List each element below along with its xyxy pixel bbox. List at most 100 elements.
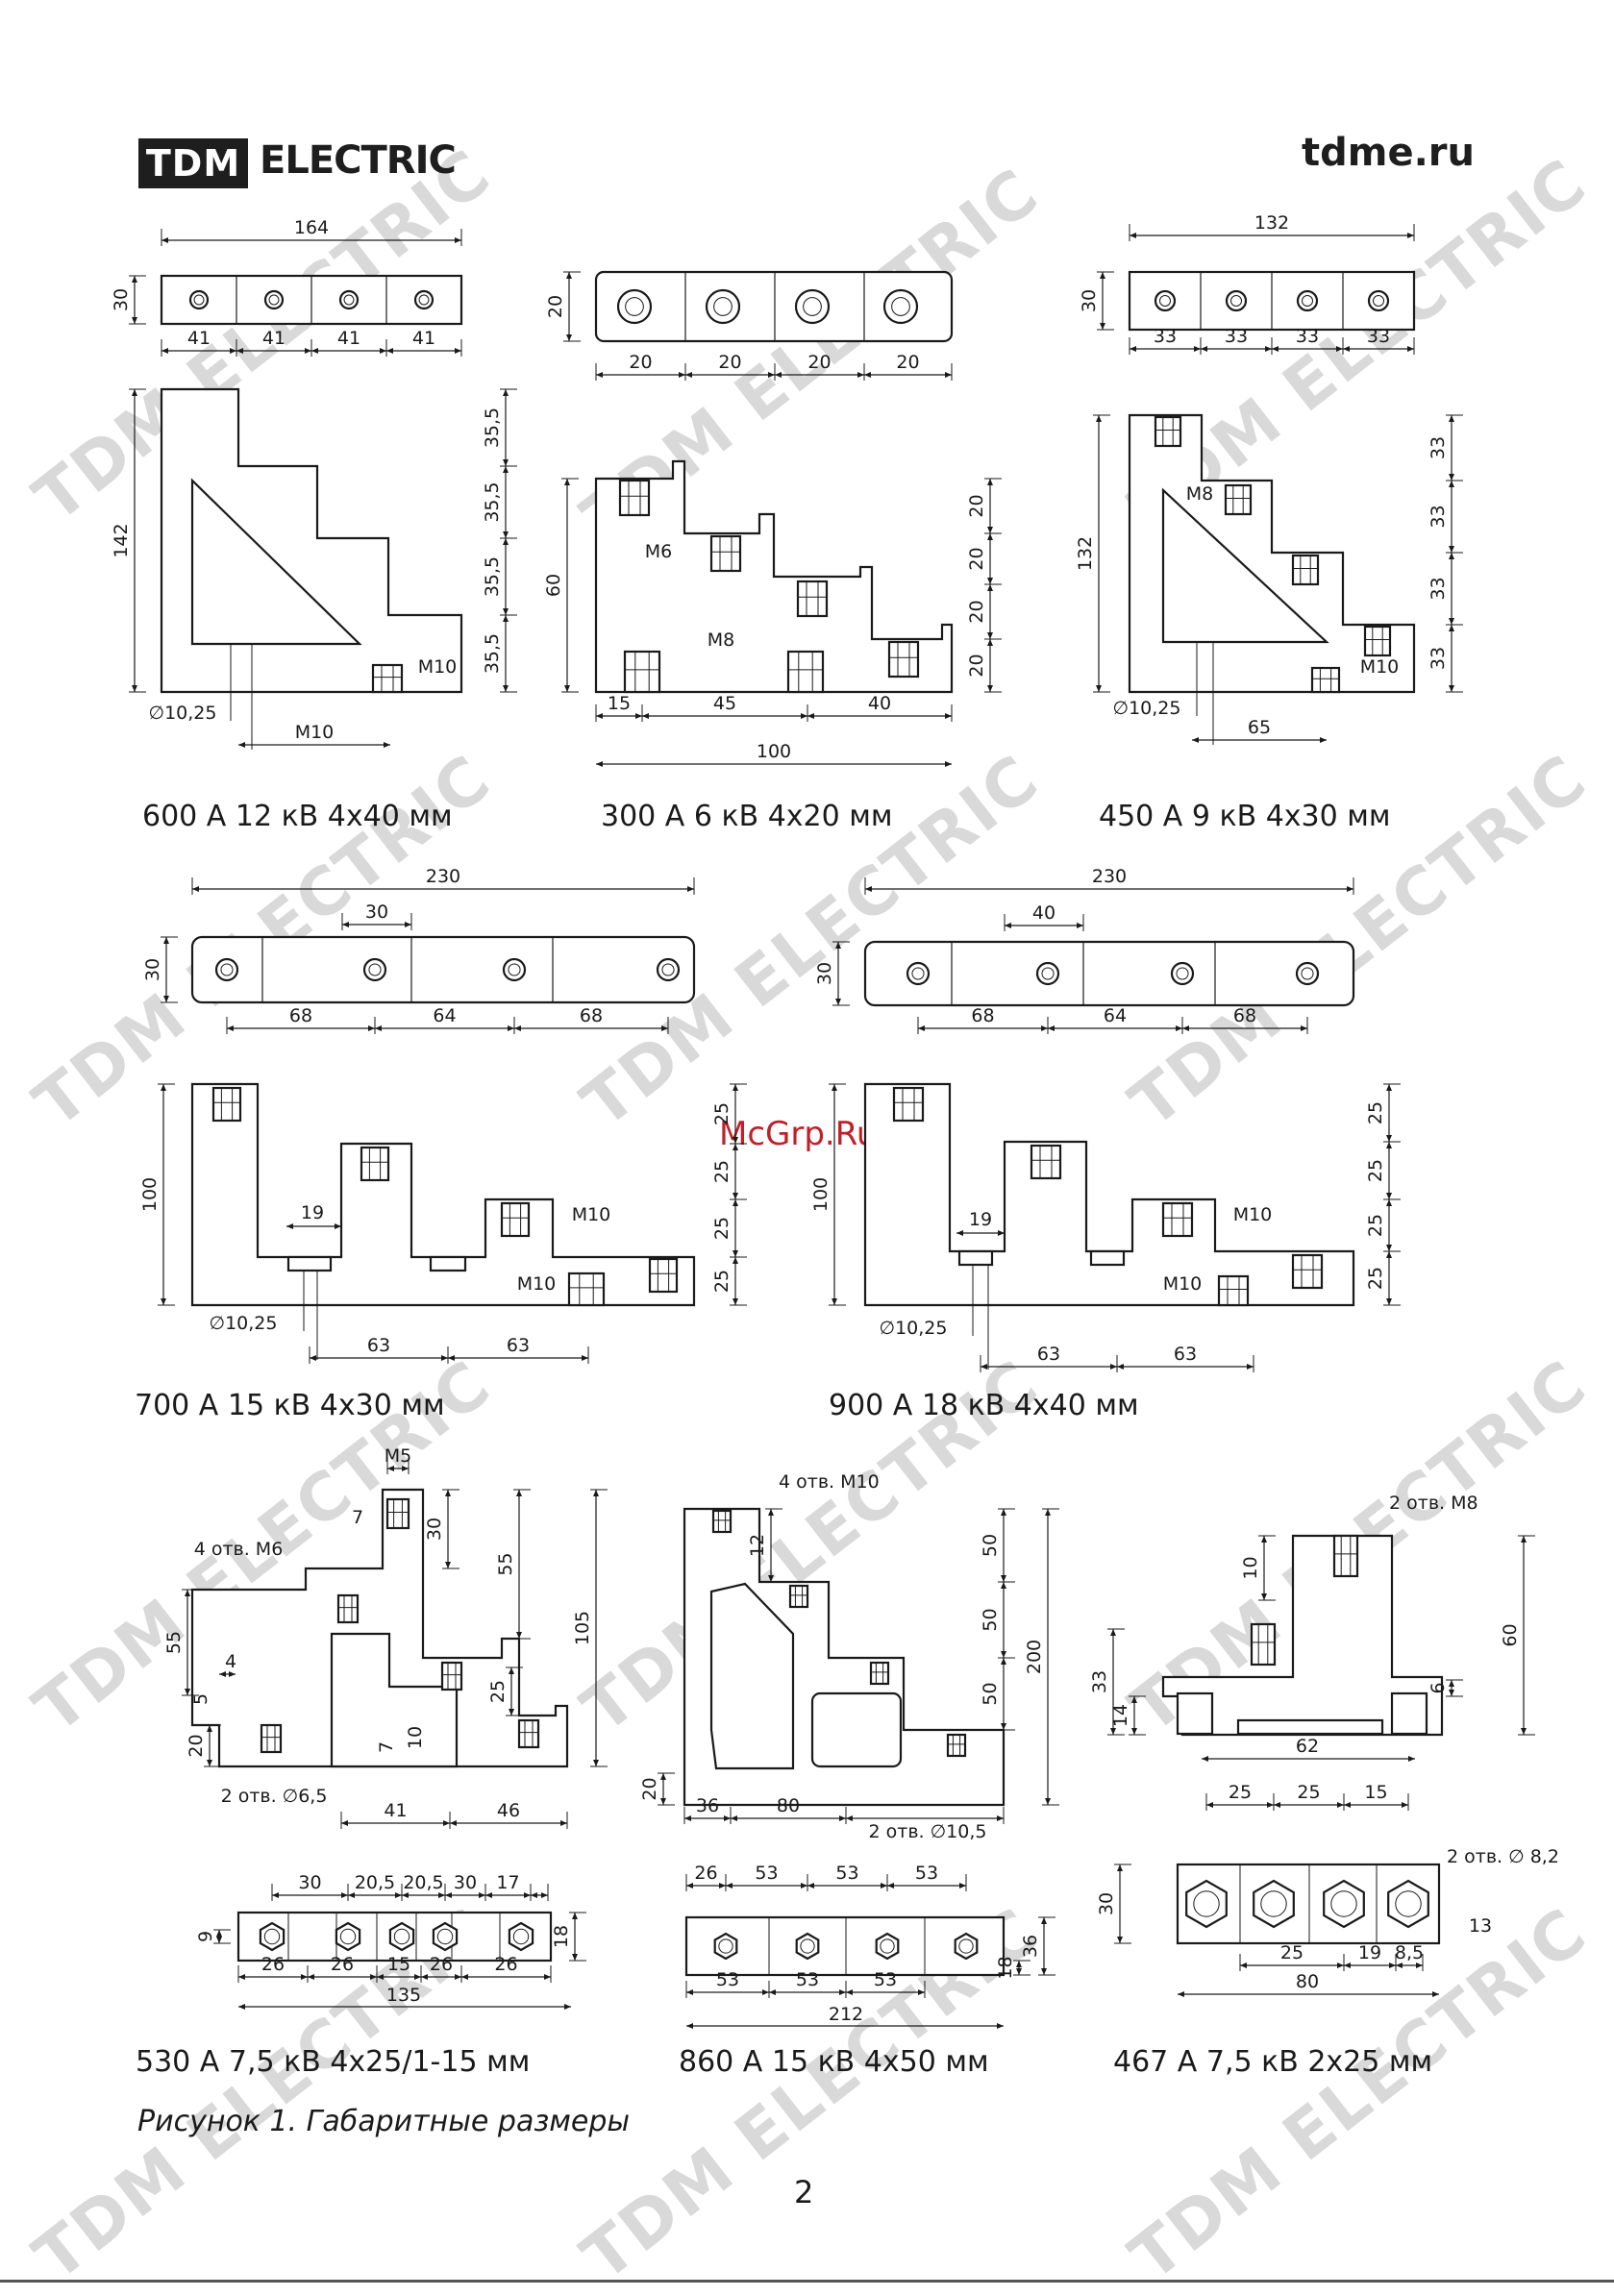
dimension-label: 14 bbox=[1110, 1704, 1131, 1727]
dimension-label: 132 bbox=[1075, 536, 1096, 571]
dimension-label: 100 bbox=[139, 1177, 161, 1212]
dimension-label: 53 bbox=[716, 1969, 739, 1990]
dimension-label: 132 bbox=[1254, 212, 1289, 234]
dimension-label: 36 bbox=[696, 1795, 719, 1816]
dimension-label: 20 bbox=[966, 547, 987, 570]
dimension-label: M10 bbox=[1163, 1273, 1203, 1295]
dimension-label: 26 bbox=[261, 1954, 285, 1975]
dimension-label: 41 bbox=[262, 328, 286, 349]
dimension-label: 20 bbox=[639, 1777, 660, 1800]
dimension-label: 36 bbox=[1020, 1935, 1041, 1958]
dimension-label: 45 bbox=[713, 693, 736, 714]
dimension-label: 6 bbox=[1428, 1682, 1449, 1693]
dimension-label: 25 bbox=[1297, 1782, 1320, 1803]
dimension-label: 60 bbox=[1500, 1623, 1521, 1646]
dimension-label: 25 bbox=[711, 1102, 733, 1125]
dimension-label: 15 bbox=[387, 1954, 410, 1975]
dimension-label: 33 bbox=[1428, 505, 1449, 528]
dimension-label: 20 bbox=[629, 352, 652, 373]
dimension-label: 20,5 bbox=[355, 1872, 395, 1893]
page-number: 2 bbox=[794, 2174, 814, 2210]
dimension-label: 20 bbox=[966, 494, 987, 517]
dimension-label: 20 bbox=[186, 1734, 207, 1757]
dimension-label: 41 bbox=[337, 328, 360, 349]
dimension-label: 68 bbox=[289, 1005, 312, 1026]
dimension-label: 64 bbox=[433, 1005, 456, 1026]
dimension-label: 30 bbox=[424, 1518, 445, 1541]
dimension-label: 19 bbox=[969, 1209, 992, 1230]
dimension-label: 8,5 bbox=[1395, 1942, 1424, 1963]
dimension-label: 63 bbox=[1037, 1344, 1060, 1365]
dimension-label: 18 bbox=[995, 1956, 1016, 1979]
figure-caption-2: 300 А 6 кВ 4х20 мм bbox=[601, 800, 893, 833]
dimension-label: ∅10,25 bbox=[149, 703, 217, 724]
dimension-label: 7 bbox=[376, 1741, 397, 1753]
dimension-label: 2 отв. ∅ 8,2 bbox=[1447, 1846, 1559, 1867]
dimension-label: 33 bbox=[1428, 647, 1449, 670]
dimension-label: 25 bbox=[487, 1680, 509, 1703]
dimension-label: 68 bbox=[1233, 1005, 1256, 1026]
dimension-label: 35,5 bbox=[482, 633, 503, 674]
dimension-label: 35,5 bbox=[482, 481, 503, 522]
dimension-label: 25 bbox=[1365, 1159, 1386, 1182]
dimension-label: 33 bbox=[1296, 326, 1319, 347]
dimension-label: M6 bbox=[645, 541, 672, 562]
dimension-label: 46 bbox=[497, 1800, 520, 1821]
dimension-label: 65 bbox=[1248, 717, 1271, 738]
dimension-label: 35,5 bbox=[482, 407, 503, 448]
site-url[interactable]: tdme.ru bbox=[1302, 131, 1475, 175]
dimension-label: 230 bbox=[426, 866, 460, 887]
dimension-label: 164 bbox=[294, 217, 329, 238]
dimension-label: 100 bbox=[757, 741, 791, 762]
dimension-label: 33 bbox=[1154, 326, 1177, 347]
dimension-label: 4 отв. M10 bbox=[779, 1471, 880, 1493]
dimension-label: 2 отв. M8 bbox=[1389, 1493, 1478, 1514]
dimension-label: 33 bbox=[1428, 436, 1449, 459]
dimension-label: 12 bbox=[747, 1534, 768, 1557]
dimension-label: 19 bbox=[1358, 1942, 1381, 1963]
source-watermark: McGrp.Ru bbox=[719, 1115, 878, 1153]
dimension-label: 7 bbox=[352, 1507, 363, 1528]
dimension-label: ∅10,25 bbox=[210, 1313, 278, 1334]
dimension-label: 41 bbox=[187, 328, 211, 349]
dimension-label: 25 bbox=[1229, 1782, 1252, 1803]
dimension-label: 25 bbox=[1365, 1101, 1386, 1124]
dimension-label: 30 bbox=[111, 288, 132, 311]
dimension-label: 4 bbox=[225, 1651, 236, 1672]
dimension-label: M10 bbox=[418, 656, 458, 678]
dimension-label: M8 bbox=[1186, 483, 1213, 505]
dimension-label: 30 bbox=[142, 958, 163, 981]
dimension-label: 15 bbox=[1364, 1782, 1387, 1803]
dimension-label: 80 bbox=[777, 1795, 800, 1816]
dimension-label: 9 bbox=[195, 1931, 216, 1942]
dimension-label: ∅10,25 bbox=[880, 1318, 948, 1339]
dimension-label: 53 bbox=[755, 1863, 778, 1884]
brand-logo-mark: TDM bbox=[138, 138, 248, 188]
dimension-label: 62 bbox=[1296, 1736, 1319, 1757]
dimension-label: 25 bbox=[711, 1217, 733, 1240]
dimension-label: 4 отв. M6 bbox=[194, 1539, 284, 1560]
dimension-label: 20 bbox=[545, 295, 566, 318]
dimension-label: 17 bbox=[496, 1872, 519, 1893]
dimension-label: 41 bbox=[412, 328, 435, 349]
dimension-label: 64 bbox=[1104, 1005, 1127, 1026]
dimension-label: 5 bbox=[190, 1693, 211, 1705]
dimension-label: M10 bbox=[1360, 656, 1400, 678]
dimension-label: 19 bbox=[301, 1202, 324, 1223]
dimension-label: 105 bbox=[572, 1611, 593, 1645]
dimension-label: 50 bbox=[980, 1534, 1001, 1557]
dimension-label: 33 bbox=[1367, 326, 1390, 347]
dimension-label: 30 bbox=[1079, 289, 1100, 312]
dimension-label: 41 bbox=[384, 1800, 407, 1821]
dimension-label: 20 bbox=[896, 352, 919, 373]
dimension-label: 55 bbox=[163, 1631, 185, 1654]
dimension-label: 30 bbox=[1096, 1892, 1117, 1915]
dimension-label: 26 bbox=[430, 1954, 453, 1975]
dimension-label: M10 bbox=[572, 1204, 611, 1225]
dimension-label: 25 bbox=[1365, 1267, 1386, 1290]
brand-logo-word: ELECTRIC bbox=[260, 138, 457, 183]
dimension-label: 230 bbox=[1092, 866, 1127, 887]
dimension-label: M10 bbox=[295, 722, 335, 743]
